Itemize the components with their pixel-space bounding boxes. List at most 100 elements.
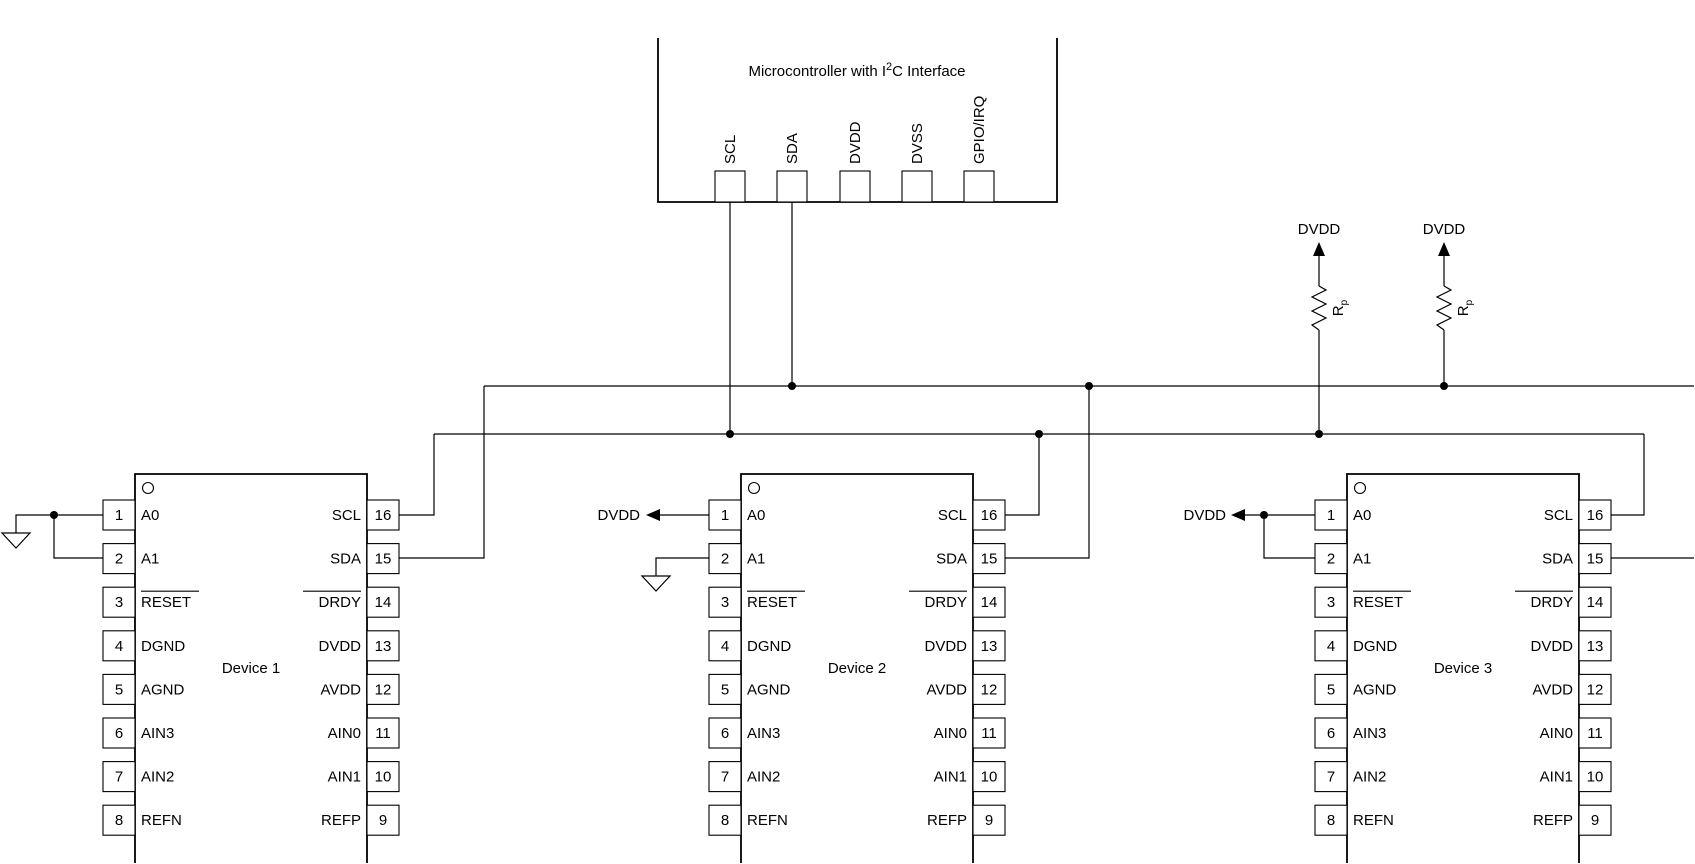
pullup-resistor-label: Rp [1330, 299, 1350, 316]
pin-number: 13 [375, 638, 392, 655]
pin-box [1314, 804, 1348, 836]
pin-name: SDA [1542, 551, 1573, 568]
pin-box [972, 717, 1006, 749]
pin-number: 3 [115, 594, 123, 611]
pin-box [366, 717, 400, 749]
supply-arrow-icon [1231, 509, 1245, 521]
pin-box [972, 761, 1006, 793]
pin-box [972, 804, 1006, 836]
pin-box [1314, 761, 1348, 793]
pin-box [366, 543, 400, 575]
pin-box [366, 673, 400, 705]
pin-number: 12 [1587, 681, 1604, 698]
mcu-pin-label: DVDD [847, 121, 864, 164]
supply-arrow-icon [1438, 242, 1450, 256]
a1-tie-wire [1263, 515, 1316, 559]
pin-number: 13 [981, 638, 998, 655]
pin-name: A1 [747, 551, 765, 568]
pin-name: AVDD [320, 681, 361, 698]
pin-box [366, 804, 400, 836]
pin-number: 15 [981, 551, 998, 568]
junction-dot [1260, 511, 1268, 519]
pin-name: DRDY [924, 594, 967, 611]
pin-name: DRDY [318, 594, 361, 611]
device3-scl-wire [1610, 434, 1645, 516]
a0-tie-wire [15, 514, 104, 533]
pin-name: SCL [1544, 507, 1573, 524]
device1-address-tie [0, 511, 104, 559]
pin-name: AVDD [926, 681, 967, 698]
pin-name: AVDD [1532, 681, 1573, 698]
pin-number: 10 [375, 769, 392, 786]
junction-dot [788, 382, 796, 390]
pin1-indicator-icon [1353, 481, 1367, 495]
mcu-pin-box [714, 170, 746, 203]
pin-number: 8 [115, 812, 123, 829]
pullup-supply-label: DVDD [1298, 221, 1341, 238]
pin-number: 14 [1587, 594, 1604, 611]
pin-number: 9 [379, 812, 387, 829]
pin-number: 10 [1587, 769, 1604, 786]
pin-number: 3 [721, 594, 729, 611]
supply-arrow-icon [1313, 242, 1325, 256]
pin-box [1578, 673, 1612, 705]
pin-name: AIN0 [328, 725, 361, 742]
pin-name: A1 [141, 551, 159, 568]
pullup-resistor-1: DVDD Rp [1298, 221, 1350, 331]
pin-number: 12 [981, 681, 998, 698]
pin-box [708, 673, 742, 705]
a1-tie-wire [655, 557, 709, 576]
pin-box [366, 586, 400, 618]
pin-number: 1 [721, 507, 729, 524]
mcu-pin-box [901, 170, 933, 203]
pin-number: 5 [115, 681, 123, 698]
pin-box [102, 499, 136, 531]
pin-number: 16 [375, 507, 392, 524]
junction-dot [1085, 382, 1093, 390]
pin-box [1314, 499, 1348, 531]
pin-number: 13 [1587, 638, 1604, 655]
device-name: Device 1 [222, 660, 280, 677]
pin-name: A0 [141, 507, 159, 524]
pin-box [1578, 499, 1612, 531]
pin-name: DVDD [318, 638, 361, 655]
mcu-pin-box [776, 170, 808, 203]
pin-box [708, 499, 742, 531]
pin-name: AIN1 [328, 769, 361, 786]
pin-number: 6 [115, 725, 123, 742]
pin-name: REFN [747, 812, 788, 829]
pin1-indicator-icon [747, 481, 761, 495]
junction-dot [1440, 382, 1448, 390]
pin-name: DGND [747, 638, 791, 655]
device-name: Device 3 [1434, 660, 1492, 677]
mcu-pin-label: DVSS [909, 123, 926, 164]
pin-name: AIN2 [1353, 769, 1386, 786]
pin-box [972, 543, 1006, 575]
pin-name: AGND [141, 681, 185, 698]
pin-name: AIN3 [141, 725, 174, 742]
pin-box [708, 543, 742, 575]
pin-number: 16 [981, 507, 998, 524]
pin-number: 2 [721, 551, 729, 568]
pin-name: AIN3 [747, 725, 780, 742]
pin-number: 11 [375, 725, 391, 742]
pin1-indicator-icon [141, 481, 155, 495]
pin-box [102, 543, 136, 575]
mcu-pin-box [839, 170, 871, 203]
pin-name: AIN3 [1353, 725, 1386, 742]
device2-supply-label: DVDD [597, 507, 640, 524]
pin-box [708, 804, 742, 836]
ground-icon [640, 575, 672, 592]
pin-name: DGND [141, 638, 185, 655]
pin-name: SDA [330, 551, 361, 568]
pin-name: SDA [936, 551, 967, 568]
pin-box [1578, 761, 1612, 793]
pin-name: DGND [1353, 638, 1397, 655]
pin-number: 6 [1327, 725, 1335, 742]
pin-number: 10 [981, 769, 998, 786]
pin-number: 9 [1591, 812, 1599, 829]
